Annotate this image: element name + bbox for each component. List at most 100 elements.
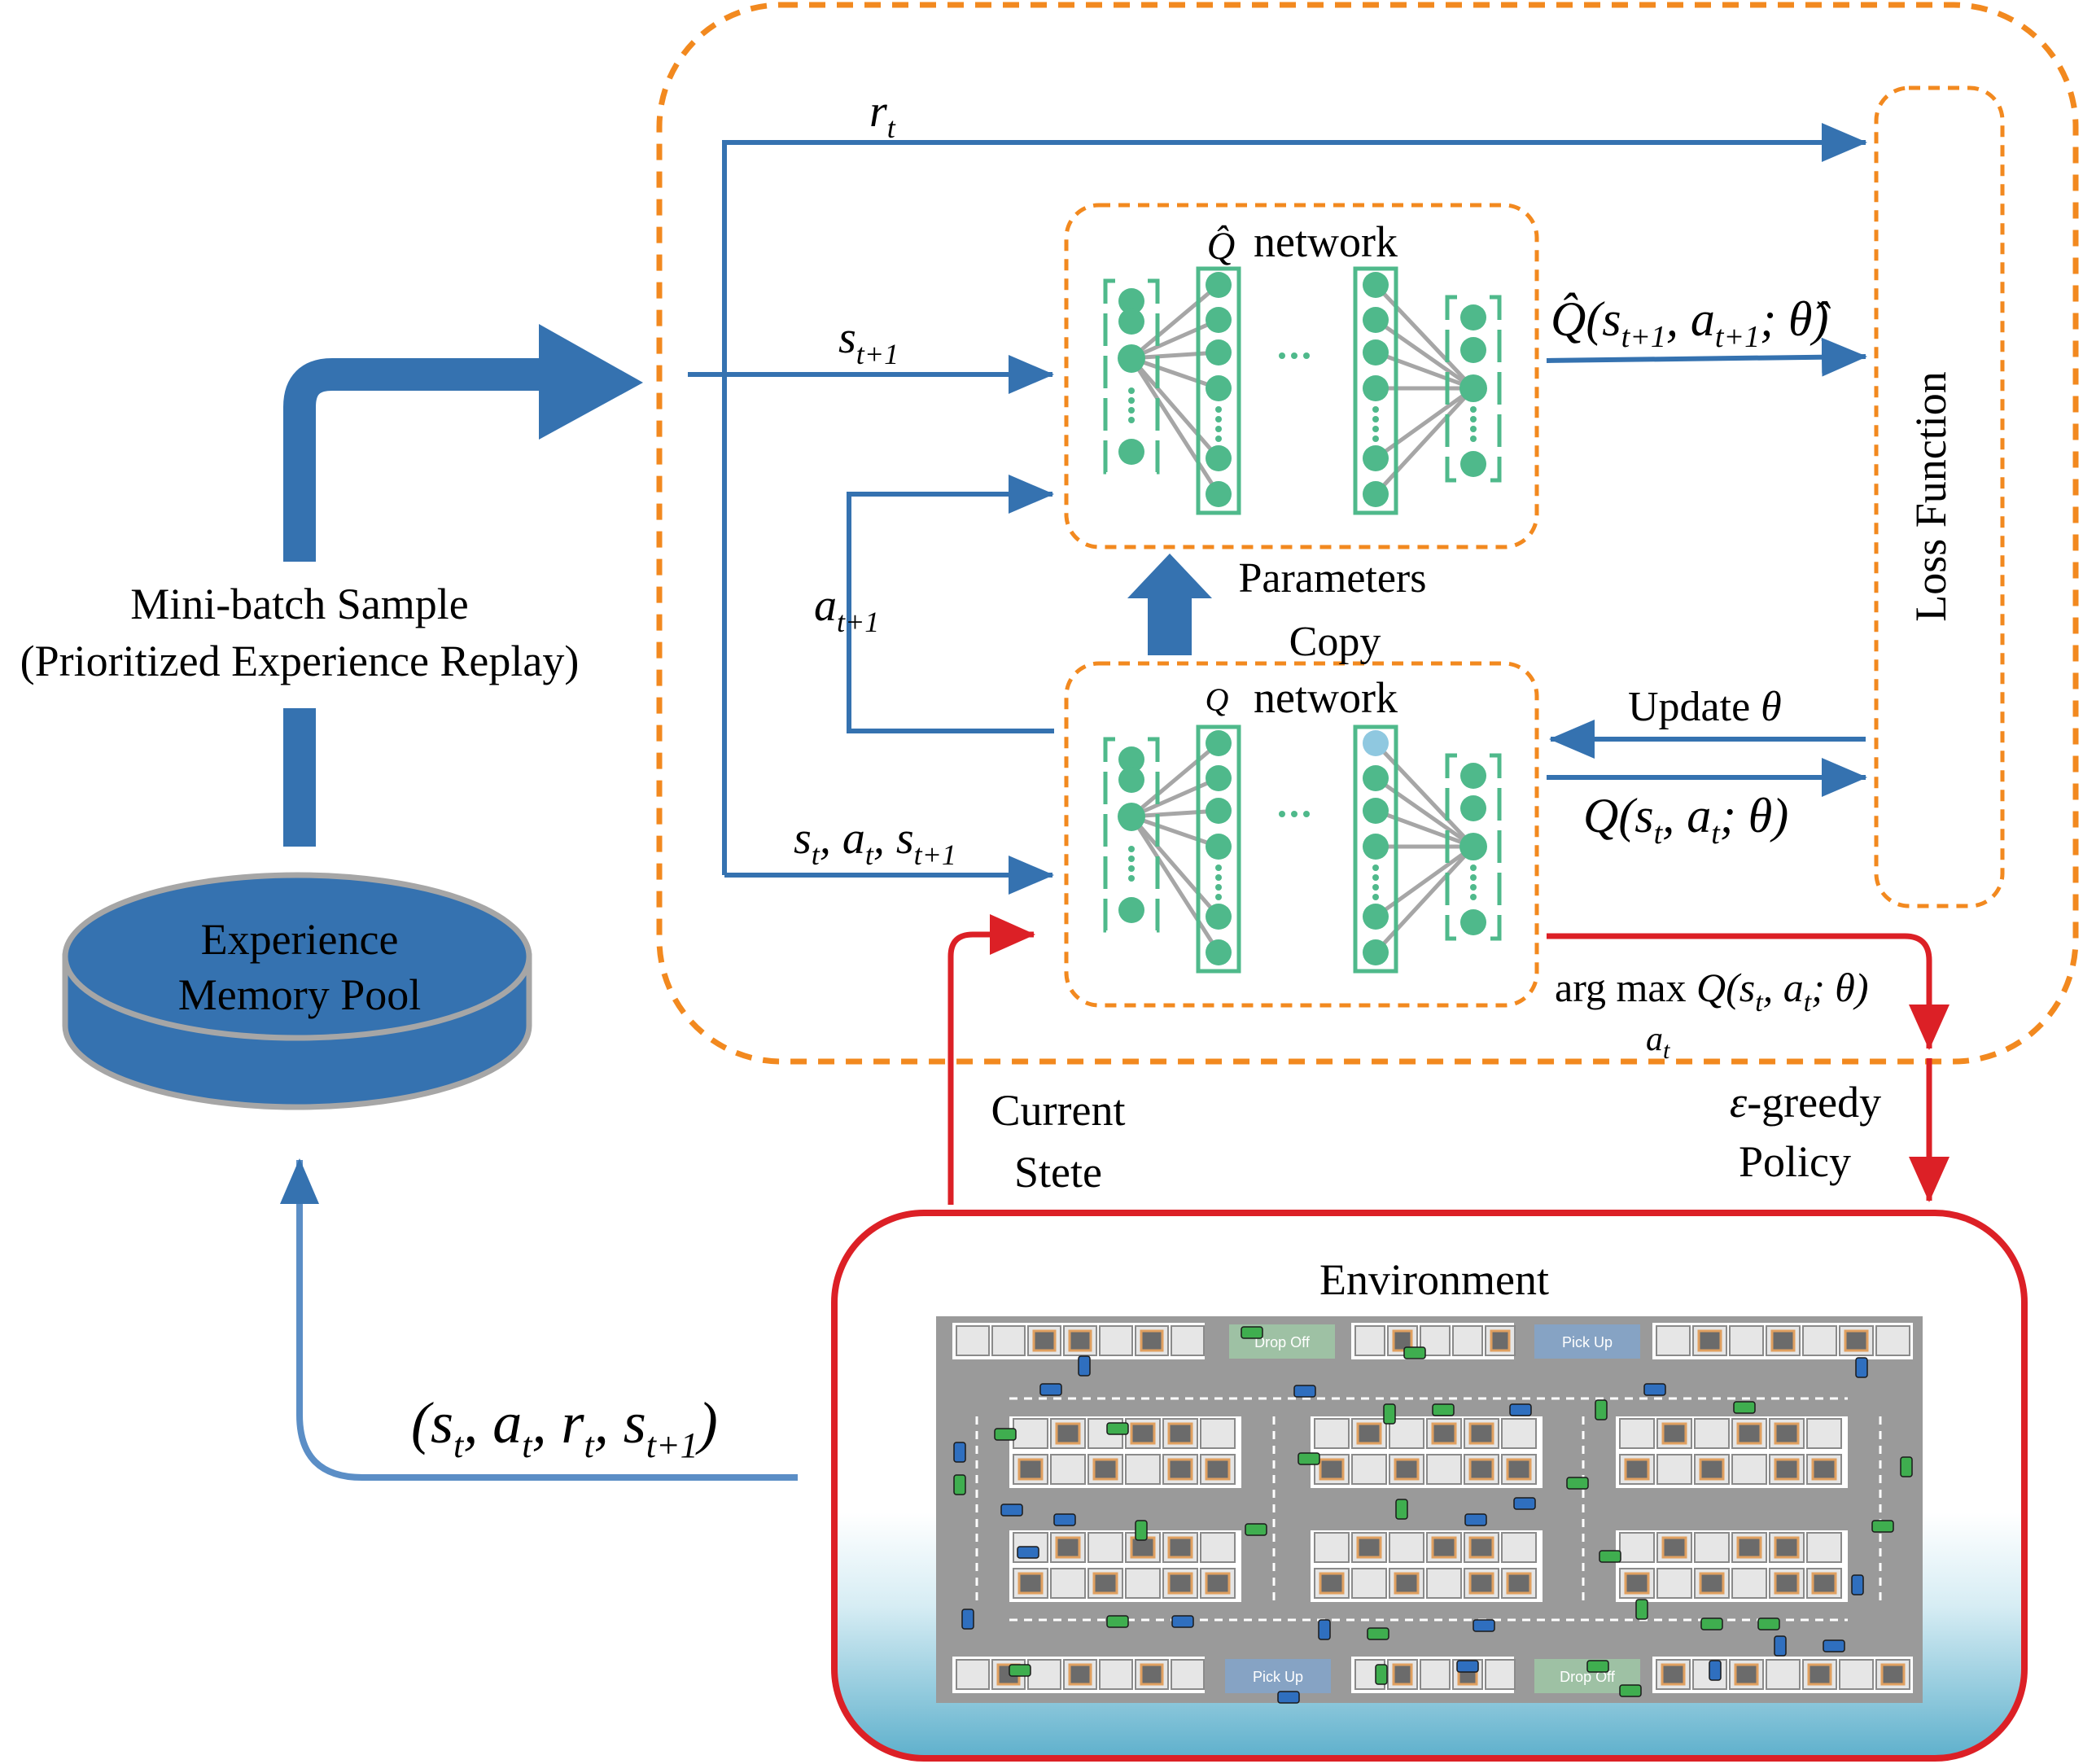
- parked-car: [1490, 1329, 1511, 1352]
- moving-vehicle: [1017, 1546, 1039, 1559]
- parking-spot: [991, 1325, 1026, 1356]
- parked-car: [1394, 1458, 1420, 1481]
- neuron-node: [1460, 795, 1486, 821]
- parking-spot: [1802, 1325, 1837, 1356]
- current-state-arrow: [947, 914, 1035, 1205]
- network-connection: [1130, 317, 1220, 361]
- parking-spot: [1200, 1418, 1236, 1449]
- moving-vehicle: [1009, 1664, 1031, 1677]
- input-flow-lines: [688, 123, 1867, 895]
- moving-vehicle: [1473, 1619, 1495, 1632]
- parking-spot: [1420, 1325, 1451, 1356]
- io-layer-bracket: [1103, 737, 1160, 933]
- parking-spot: [956, 1659, 990, 1690]
- neuron-node: [1206, 765, 1232, 791]
- parking-sign-label: Drop Off: [1254, 1334, 1311, 1350]
- moving-vehicle: [1855, 1357, 1868, 1378]
- ellipsis-dot: [1128, 875, 1135, 882]
- neuron-node: [1118, 439, 1144, 465]
- parking-spot: [1099, 1659, 1133, 1690]
- parking-spot: [1087, 1532, 1123, 1563]
- network-connection: [1374, 386, 1475, 461]
- neuron-node: [1460, 909, 1486, 935]
- moving-vehicle: [1171, 1615, 1194, 1628]
- mini-batch-arrow: [283, 358, 541, 562]
- ellipsis-dot: [1303, 352, 1310, 359]
- parked-car: [1699, 1458, 1725, 1481]
- parked-car: [1392, 1663, 1413, 1686]
- parked-car: [1092, 1458, 1118, 1481]
- moving-vehicle: [1403, 1346, 1426, 1359]
- parking-spot: [1171, 1659, 1205, 1690]
- parked-car: [1167, 1572, 1193, 1595]
- ellipsis-dot: [1372, 426, 1379, 432]
- neuron-node: [1206, 939, 1232, 965]
- moving-vehicle: [1293, 1385, 1316, 1398]
- parking-spot: [1389, 1418, 1424, 1449]
- io-layer-bracket: [1445, 295, 1502, 483]
- neuron-node: [1206, 481, 1232, 507]
- parameters-copy-label-1: Parameters: [1238, 555, 1426, 602]
- parking-spot: [1426, 1568, 1462, 1599]
- ellipsis-dot: [1372, 874, 1379, 881]
- parking-spot: [1656, 1454, 1692, 1485]
- network-connection: [1131, 350, 1219, 361]
- parked-car: [1770, 1329, 1796, 1352]
- neuron-node: [1206, 904, 1232, 930]
- moving-vehicle: [1395, 1499, 1408, 1520]
- parked-car: [1734, 1663, 1759, 1686]
- ellipsis-dot: [1128, 407, 1135, 414]
- moving-vehicle: [1900, 1456, 1913, 1477]
- parking-spot: [1729, 1325, 1764, 1356]
- parking-spot: [1731, 1568, 1767, 1599]
- neuron-node: [1206, 445, 1232, 471]
- parked-car: [1811, 1572, 1837, 1595]
- parking-spot: [1314, 1418, 1350, 1449]
- neuron-node: [1118, 897, 1144, 923]
- network-connection: [1375, 808, 1474, 849]
- mini-batch-label-1: Mini-batch Sample: [130, 580, 468, 628]
- target-neural-network-icon: [1103, 266, 1502, 515]
- ellipsis-dot: [1128, 856, 1135, 862]
- ellipsis-dot: [1128, 387, 1135, 394]
- moving-vehicle: [961, 1609, 974, 1630]
- mini-batch-arrowhead: [539, 324, 643, 440]
- ellipsis-dot: [1372, 864, 1379, 871]
- neuron-node: [1206, 307, 1232, 333]
- moving-vehicle: [1851, 1574, 1864, 1595]
- parked-car: [1356, 1536, 1382, 1559]
- parking-sign-label: Drop Off: [1560, 1669, 1616, 1685]
- network-connection: [1130, 742, 1220, 818]
- neuron-node: [1118, 803, 1145, 830]
- neuron-node: [1363, 939, 1389, 965]
- epsilon-greedy-label-1: ε-greedy: [1730, 1078, 1881, 1127]
- parked-car: [1130, 1422, 1156, 1445]
- ellipsis-dot: [1470, 894, 1477, 900]
- neuron-node: [1118, 344, 1145, 372]
- ellipsis-dot: [1470, 416, 1477, 422]
- parking-spot: [1619, 1418, 1655, 1449]
- ellipsis-dot: [1291, 352, 1297, 359]
- parked-car: [1880, 1663, 1906, 1686]
- moving-vehicle: [1757, 1617, 1780, 1630]
- target-network-title: network: [1254, 217, 1398, 266]
- memory-pool-label-2: Memory Pool: [178, 970, 422, 1019]
- parked-car: [1624, 1458, 1650, 1481]
- moving-vehicle: [1241, 1326, 1263, 1339]
- neuron-node: [1460, 304, 1486, 330]
- network-connection: [1131, 356, 1219, 391]
- network-connection: [1130, 283, 1220, 360]
- parked-car: [1807, 1663, 1832, 1686]
- current-state-label-2: Stete: [1014, 1148, 1102, 1197]
- moving-vehicle: [953, 1474, 966, 1495]
- neuron-node: [1206, 375, 1232, 401]
- q-output-label: Q(st, at; θ): [1583, 789, 1788, 851]
- network-connection: [1374, 845, 1475, 954]
- update-theta-label: Update θ: [1628, 684, 1782, 730]
- moving-vehicle: [1053, 1513, 1076, 1526]
- parked-car: [1431, 1422, 1457, 1445]
- parking-spot: [1806, 1532, 1842, 1563]
- parking-spot: [1050, 1568, 1086, 1599]
- parking-spot: [1354, 1325, 1385, 1356]
- moving-vehicle: [1709, 1660, 1722, 1681]
